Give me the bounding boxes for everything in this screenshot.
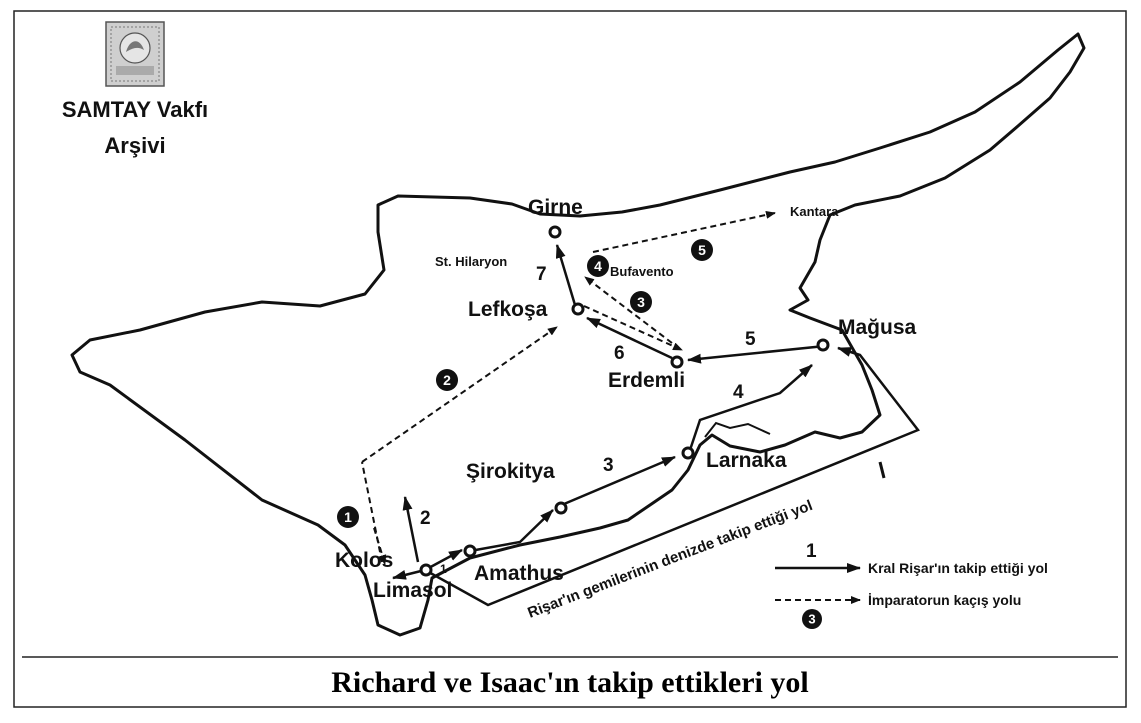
- samtay-logo: [105, 21, 165, 87]
- king-route-number-4: 4: [733, 382, 744, 403]
- label-sirokitya: Şirokitya: [466, 460, 555, 483]
- label-larnaka: Larnaka: [706, 449, 787, 472]
- label-bufavento: Bufavento: [610, 264, 674, 279]
- sea-route-tick: [878, 461, 886, 479]
- svg-text:4: 4: [594, 258, 602, 274]
- king-route-number-7: 7: [536, 264, 547, 285]
- svg-text:2: 2: [443, 372, 451, 388]
- town-markers: [419, 225, 830, 577]
- king-route-number-3: 3: [603, 455, 614, 476]
- legend-king-label: Kral Rişar'ın takip ettiği yol: [868, 560, 1048, 576]
- emperor-number-2: 2: [436, 369, 458, 391]
- king-route-number-6: 6: [614, 343, 625, 364]
- label-kolos: Kolos: [335, 549, 393, 572]
- emperor-number-4: 4: [587, 255, 609, 277]
- legend-emperor-label: İmparatorun kaçış yolu: [868, 592, 1021, 608]
- legend-emperor-number: 3: [808, 612, 815, 627]
- map-legend: 1 Kral Rişar'ın takip ettiği yol İmparat…: [775, 541, 1048, 629]
- svg-text:3: 3: [637, 294, 645, 310]
- legend-king-number: 1: [806, 541, 817, 562]
- sea-route-line: [424, 346, 920, 607]
- label-magusa: Mağusa: [838, 316, 917, 339]
- archive-title-line1: SAMTAY Vakfı: [62, 97, 208, 122]
- emperor-number-3: 3: [630, 291, 652, 313]
- label-limasol: Limasol: [373, 579, 452, 602]
- svg-text:1: 1: [344, 509, 352, 525]
- label-st-hilaryon: St. Hilaryon: [435, 254, 507, 269]
- larnaka-bay-coast: [704, 421, 771, 438]
- emperor-route-start: [373, 527, 387, 565]
- emperor-number-5: 5: [691, 239, 713, 261]
- legend-emperor-badge: [802, 609, 822, 629]
- king-route-number-1: 1: [440, 562, 447, 576]
- label-girne: Girne: [528, 196, 583, 219]
- sea-route-label: Rişar'ın gemilerinin denizde takip ettiğ…: [525, 497, 815, 622]
- label-lefkosa: Lefkoşa: [468, 298, 548, 321]
- svg-text:5: 5: [698, 242, 706, 258]
- label-kantara: Kantara: [790, 204, 839, 219]
- king-route-number-5: 5: [745, 329, 756, 350]
- king-route-number-2: 2: [420, 508, 431, 529]
- archive-title-line2: Arşivi: [104, 133, 165, 158]
- label-amathus: Amathus: [474, 562, 564, 585]
- map-caption: Richard ve Isaac'ın takip ettikleri yol: [331, 666, 808, 699]
- map-frame: [13, 10, 1127, 708]
- emperor-route: [361, 210, 776, 563]
- emperor-number-1: 1: [337, 506, 359, 528]
- label-erdemli: Erdemli: [608, 369, 685, 392]
- cyprus-coastline: [70, 32, 1086, 637]
